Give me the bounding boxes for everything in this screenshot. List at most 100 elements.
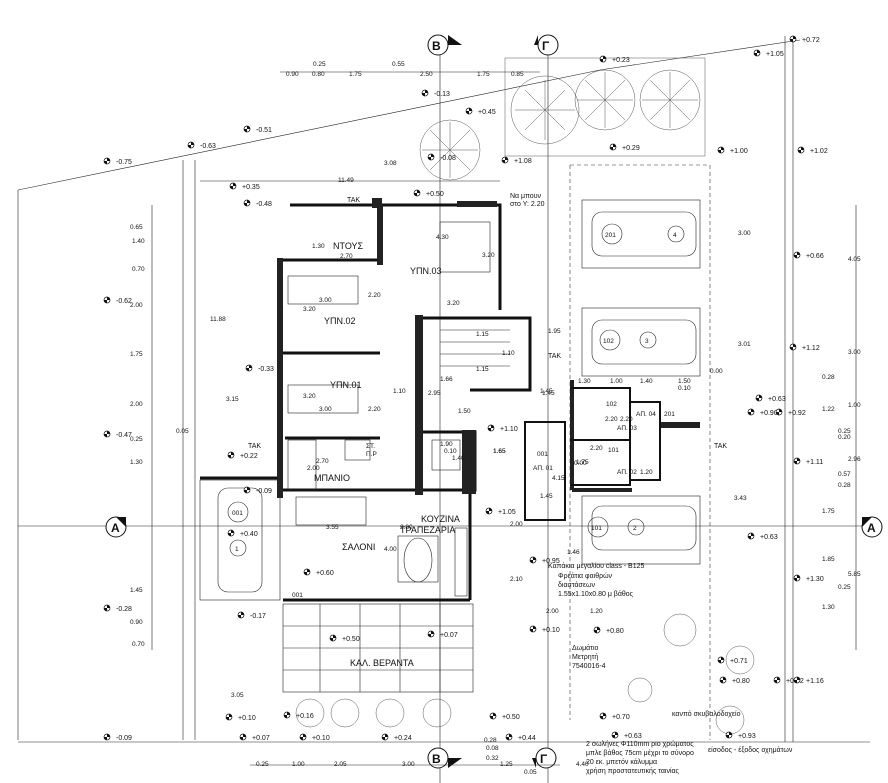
- dim-top: 0.55: [392, 61, 405, 68]
- elevation-symbol-icon: [775, 408, 783, 416]
- dim-interior: 2.70: [316, 458, 329, 465]
- dim-bottom: 0.28: [484, 737, 497, 744]
- dim-interior: 1.75: [576, 459, 589, 466]
- note-na-mpoun-2: στο Υ: 2.20: [510, 201, 545, 208]
- ap-102-label: 102: [606, 401, 617, 408]
- elevation: +0.50: [342, 636, 360, 643]
- elevation: +0.44: [518, 735, 536, 742]
- dim-interior: 2.95: [428, 390, 441, 397]
- elevation-symbol-icon: [303, 568, 311, 576]
- living-001-label: 001: [292, 592, 303, 599]
- note-soleines-4: χρήση προστατευτικής ταινίας: [586, 767, 680, 775]
- elevation: +0.23: [612, 57, 630, 64]
- section-marker-a-left: Α: [105, 516, 127, 538]
- dim-right: 3.00: [848, 349, 861, 356]
- note-kapaki-4: 1.55x1.10x0.80 μ βάθος: [558, 590, 634, 598]
- dim-right: 2.96: [848, 456, 861, 463]
- dim-right: 1.00: [848, 402, 861, 409]
- dim-right: 5.85: [848, 571, 861, 578]
- dim-right: 1.85: [822, 556, 835, 563]
- elevation: -0.75: [116, 159, 132, 166]
- dim-interior: 3.08: [384, 160, 397, 167]
- dimension-top: 0.25 0.55 0.90 0.80 1.75 2.50 1.75 0.85: [280, 61, 540, 78]
- dim-interior: 1.40: [640, 378, 653, 385]
- parking-spot-1: 1: [235, 546, 239, 553]
- elevation: +1.16: [806, 678, 824, 685]
- dim-interior: 0.00: [710, 368, 723, 375]
- parking-car-102: 102: [603, 338, 614, 345]
- veranda-paving: [282, 603, 474, 693]
- dim-right: 4.05: [848, 256, 861, 263]
- dim-interior: 4.15: [552, 475, 565, 482]
- note-domatio-2: Μετρητή: [572, 654, 598, 661]
- dim-interior: 1.10: [393, 388, 406, 395]
- elevation-symbol-icon: [421, 89, 429, 97]
- tak-label-1: ΤΑΚ: [347, 197, 360, 204]
- parking-spot-2: 2: [633, 525, 637, 532]
- dim-right: 0.28: [838, 482, 851, 489]
- elevation: +1.30: [806, 576, 824, 583]
- elevation: +0.29: [622, 145, 640, 152]
- elevation: -0.09: [116, 735, 132, 742]
- elevation-symbol-icon: [793, 676, 801, 684]
- dim-left: 3.15: [226, 396, 239, 403]
- elevation: -0.47: [116, 432, 132, 439]
- elevation-symbol-icon: [485, 507, 493, 515]
- dimension-right: 4.05 3.00 1.00 0.28 1.22 0.25 0.20 2.96 …: [822, 205, 861, 650]
- elevation: +0.24: [394, 735, 412, 742]
- room-ypn03: ΥΠΝ.03: [410, 266, 442, 276]
- elevation: +0.50: [502, 714, 520, 721]
- section-marker-a-right: Α: [861, 516, 883, 538]
- elevation: -0.28: [116, 606, 132, 613]
- dim-interior: 3.05: [231, 692, 244, 699]
- dim-top: 0.80: [312, 71, 325, 78]
- room-veranta: ΚΑΛ. ΒΕΡΑΝΤΑ: [350, 658, 414, 668]
- dim-left: 2.00: [130, 401, 143, 408]
- dim-interior: 3.00: [738, 230, 751, 237]
- elevation: +0.63: [624, 733, 642, 740]
- dim-interior: 1.45: [542, 390, 555, 397]
- dim-right: 0.57: [838, 471, 851, 478]
- elevation-symbol-icon: [237, 611, 245, 619]
- section-marker-b-bottom: Β: [427, 747, 462, 769]
- elevation: -0.17: [250, 613, 266, 620]
- section-markers: Β Γ Β Γ Α Α: [105, 34, 883, 769]
- dim-right: 1.22: [822, 406, 835, 413]
- tak-label-2: ΤΑΚ: [548, 353, 561, 360]
- elevation: +0.92: [788, 410, 806, 417]
- dim-bottom: 1.25: [500, 761, 513, 768]
- furniture: [287, 221, 510, 597]
- dim-interior: 4.30: [436, 234, 449, 241]
- elevation-symbol-icon: [283, 711, 291, 719]
- room-ypn01: ΥΠΝ.01: [330, 380, 362, 390]
- note-soleines-2: μπλε βάθος 75cm μέχρι το σύνορο: [586, 749, 694, 757]
- dim-interior: 3.20: [303, 393, 316, 400]
- dim-right: 1.75: [822, 508, 835, 515]
- elevation-symbol-icon: [599, 55, 607, 63]
- dim-interior: 1.46: [567, 549, 580, 556]
- dim-interior: 3.00: [319, 406, 332, 413]
- dim-left: 1.75: [130, 351, 143, 358]
- svg-text:Α: Α: [867, 521, 876, 535]
- svg-text:Γ: Γ: [540, 752, 548, 766]
- elevation: +0.16: [296, 713, 314, 720]
- parking-labels: 201 4 102 3 101 2 001 1 102 201 101 001 …: [232, 232, 677, 599]
- dim-bottom: 2.05: [334, 761, 347, 768]
- dim-interior: 3.00: [319, 297, 332, 304]
- parking-car-001: 001: [232, 510, 243, 517]
- dim-interior: 1.30: [578, 378, 591, 385]
- room-ap03: ΑΠ. 03: [617, 425, 637, 432]
- note-domatio-1: Δωμάτιο: [572, 644, 599, 652]
- parking-spot-4: 4: [673, 232, 677, 239]
- trees: [295, 57, 755, 735]
- dim-left: 2.00: [130, 302, 143, 309]
- room-st: ΣΤ.: [366, 443, 375, 450]
- dim-interior: 3.43: [734, 495, 747, 502]
- dim-interior: 0.10: [444, 448, 457, 455]
- elevation: +0.07: [252, 735, 270, 742]
- elevation-symbol-icon: [793, 574, 801, 582]
- elevation: +0.80: [732, 678, 750, 685]
- note-soleines-1: 2 σωλήνες Φ110mm ριο χρώματος: [586, 740, 694, 748]
- dim-interior: 1.45: [540, 388, 553, 395]
- elevation: +0.93: [738, 733, 756, 740]
